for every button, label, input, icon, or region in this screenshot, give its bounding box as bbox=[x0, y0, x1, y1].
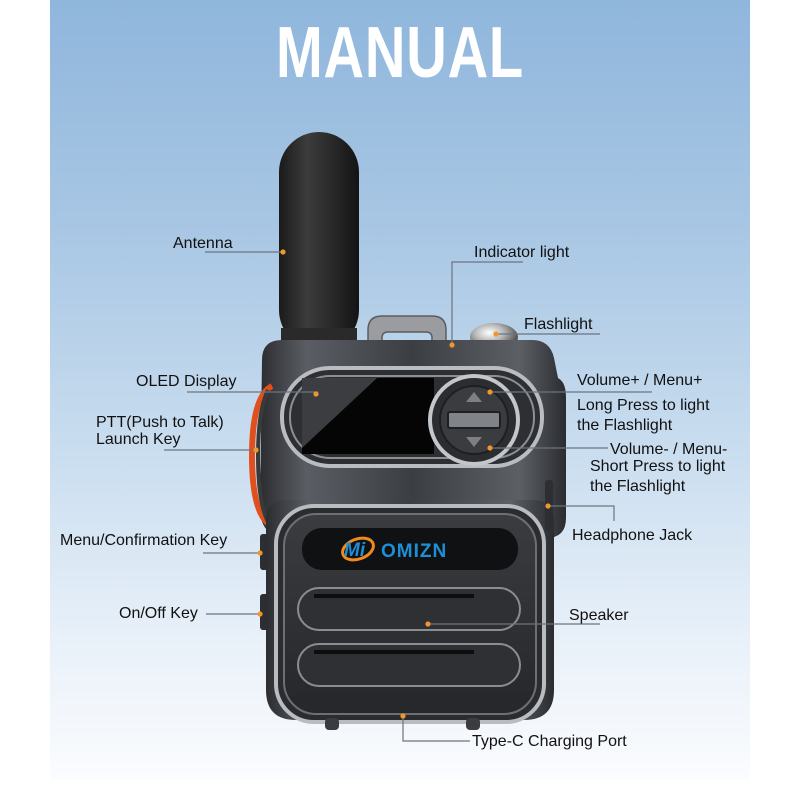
volume-down-arrow-icon bbox=[466, 437, 482, 447]
on-off-key bbox=[260, 594, 269, 630]
speaker-slot bbox=[297, 643, 521, 687]
brand-name: OMIZN bbox=[381, 541, 447, 562]
label-volume-up-note2: the Flashlight bbox=[577, 417, 673, 434]
label-ptt-line1: PTT(Push to Talk) bbox=[96, 414, 224, 431]
ptt-key bbox=[248, 383, 274, 529]
leader-lines bbox=[164, 251, 652, 742]
label-antenna: Antenna bbox=[173, 235, 233, 252]
label-on-off-key: On/Off Key bbox=[119, 605, 198, 622]
label-type-c-port: Type-C Charging Port bbox=[472, 733, 627, 750]
callout-dots bbox=[253, 249, 551, 719]
label-volume-down-note1: Short Press to light bbox=[590, 458, 726, 475]
label-volume-down-note2: the Flashlight bbox=[590, 478, 686, 495]
label-volume-up-note1: Long Press to light bbox=[577, 397, 710, 414]
page-title: MANUAL bbox=[275, 13, 524, 93]
label-menu-confirmation-key: Menu/Confirmation Key bbox=[60, 532, 228, 549]
label-speaker: Speaker bbox=[569, 607, 629, 624]
label-headphone-jack: Headphone Jack bbox=[572, 527, 693, 544]
label-volume-up: Volume+ / Menu+ bbox=[577, 372, 703, 389]
label-ptt-line2: Launch Key bbox=[96, 431, 181, 448]
label-flashlight: Flashlight bbox=[524, 316, 593, 333]
volume-up-arrow-icon bbox=[466, 392, 482, 402]
antenna bbox=[279, 132, 359, 350]
menu-confirmation-key bbox=[260, 534, 269, 570]
label-volume-down: Volume- / Menu- bbox=[610, 441, 728, 458]
label-oled-display: OLED Display bbox=[136, 373, 237, 390]
volume-dial[interactable] bbox=[428, 374, 520, 466]
speaker-slot bbox=[297, 587, 521, 631]
brand-logo-mark: Mi bbox=[344, 540, 366, 561]
brand-logo: Mi OMIZN bbox=[341, 536, 447, 562]
label-indicator-light: Indicator light bbox=[474, 244, 570, 261]
